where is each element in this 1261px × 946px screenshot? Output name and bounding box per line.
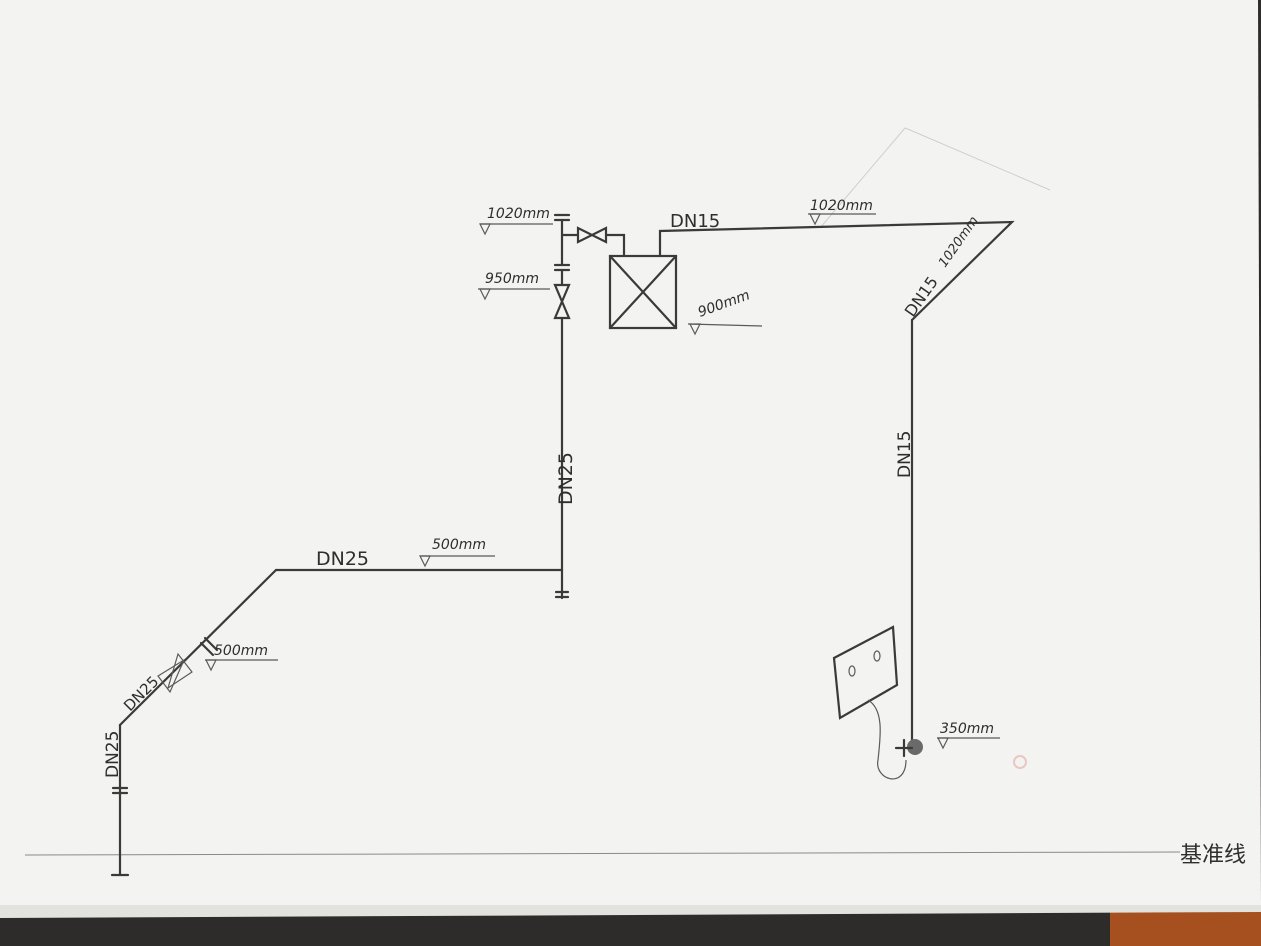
elevation-text: 950mm: [485, 271, 539, 287]
label-dn15-top: DN15: [670, 211, 720, 232]
horizontal-valve-icon: [576, 226, 608, 244]
pipe-to-tank: [604, 233, 626, 258]
gate-valve-icon: [553, 283, 571, 320]
baseline-label: 基准线: [1180, 843, 1246, 868]
elevation-marker-top-right: 1020mm: [808, 198, 876, 226]
elevation-triangle-icon: [479, 223, 491, 236]
paper-stain: [1013, 755, 1027, 769]
elevation-marker-valve: 950mm: [478, 271, 550, 301]
socket-hole-icon: [873, 650, 881, 662]
elevation-text: 1020mm: [810, 198, 873, 214]
pipe-joint: [199, 641, 215, 657]
elevation-marker-top-left: 1020mm: [479, 206, 553, 236]
elevation-triangle-icon: [205, 659, 217, 672]
paper-sheet: [0, 0, 1261, 912]
elevation-triangle-icon: [809, 213, 821, 226]
elevation-text: 500mm: [432, 537, 486, 553]
elevation-triangle-icon: [479, 288, 491, 301]
elevation-triangle-icon: [937, 737, 949, 750]
paper-shadow: [0, 905, 1261, 918]
label-dn25-horizontal: DN25: [316, 548, 369, 570]
elevation-text: 500mm: [214, 643, 268, 659]
elevation-text: 350mm: [940, 721, 994, 737]
pipe-end-node: [907, 739, 923, 755]
label-dn15-vertical: DN15: [895, 431, 915, 478]
elevation-triangle-icon: [419, 555, 431, 568]
label-dn25-left: DN25: [103, 731, 123, 778]
socket-cable: [867, 699, 907, 780]
erased-lines: [819, 127, 1051, 229]
pipe-joint: [203, 636, 219, 652]
baseline: [24, 851, 1181, 856]
electrical-socket: [832, 625, 899, 720]
water-heater-box: [608, 254, 678, 330]
pipe-dn25-diagonal: [118, 568, 278, 727]
water-heater-cross: [608, 254, 678, 330]
elevation-triangle-icon: [689, 323, 701, 336]
elevation-text: 1020mm: [487, 206, 550, 222]
elevation-marker-socket: 350mm: [937, 721, 1000, 750]
pipe-dn15-top: [658, 220, 1015, 322]
elevation-marker-diagonal-valve: 500mm: [205, 643, 278, 672]
diagonal-valve-icon: [157, 658, 186, 694]
elevation-marker-horizontal: 500mm: [419, 537, 495, 568]
diagonal-valve-icon: [166, 652, 193, 690]
label-dn25-vertical: DN25: [555, 452, 577, 505]
socket-hole-icon: [848, 665, 856, 677]
